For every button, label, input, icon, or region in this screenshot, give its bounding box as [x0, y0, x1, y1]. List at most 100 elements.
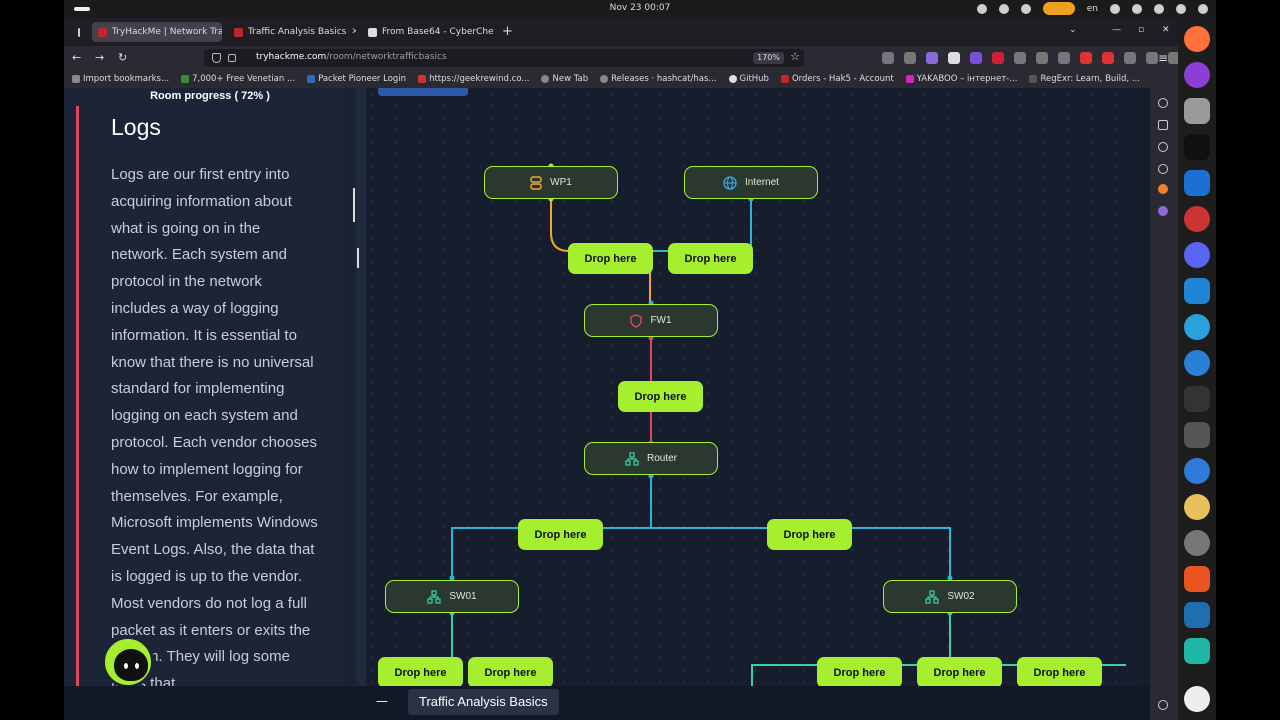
- bookmark-star-icon[interactable]: ☆: [790, 50, 800, 63]
- scrollbar-thumb[interactable]: [353, 188, 355, 222]
- diagram-toolbar-button[interactable]: [378, 88, 468, 96]
- address-bar[interactable]: tryhackme.com/room/networktrafficbasics …: [204, 49, 804, 67]
- wireshark-icon[interactable]: [1184, 602, 1210, 628]
- bookmark-item[interactable]: GitHub: [728, 74, 769, 84]
- bookmark-item[interactable]: Packet Pioneer Login: [307, 74, 406, 84]
- sidebar-bookmarks-icon[interactable]: [1158, 164, 1168, 174]
- extension-icon[interactable]: [948, 52, 960, 64]
- chrome-tray-icon[interactable]: [976, 3, 987, 14]
- bookmark-item[interactable]: New Tab: [541, 74, 588, 84]
- sidebar-tabs-icon[interactable]: [1158, 120, 1168, 130]
- content-scrollbar[interactable]: [342, 88, 356, 720]
- bookmark-item[interactable]: Import bookmarks...: [72, 74, 169, 84]
- thunderbird-icon[interactable]: [1184, 458, 1210, 484]
- back-arrow-icon[interactable]: ←: [72, 51, 82, 64]
- node-fw1[interactable]: FW1: [584, 304, 718, 337]
- drop-zone-sw02-host[interactable]: Drop here: [917, 657, 1002, 688]
- extension-icon[interactable]: [1036, 52, 1048, 64]
- rhythmbox-icon[interactable]: [1184, 494, 1210, 520]
- extensions-puzzle-icon[interactable]: [1168, 52, 1180, 64]
- drop-zone-internet-link[interactable]: Drop here: [668, 243, 753, 274]
- forward-arrow-icon[interactable]: →: [95, 51, 105, 64]
- discord-icon[interactable]: [1184, 242, 1210, 268]
- paint-icon[interactable]: [1184, 206, 1210, 232]
- drop-zone-sw01-host[interactable]: Drop here: [378, 657, 463, 688]
- sidebar-extension-icon[interactable]: [1158, 206, 1168, 216]
- tab-traffic-analysis[interactable]: Traffic Analysis Basics ✕: [228, 22, 356, 42]
- drop-zone-router-sw01[interactable]: Drop here: [518, 519, 603, 550]
- volume-icon[interactable]: [1176, 3, 1186, 14]
- extension-icon[interactable]: [1146, 52, 1158, 64]
- node-sw02[interactable]: SW02: [883, 580, 1017, 613]
- bookmark-item[interactable]: Releases · hashcat/has...: [600, 74, 717, 84]
- drop-zone-router-sw02[interactable]: Drop here: [767, 519, 852, 550]
- node-sw01[interactable]: SW01: [385, 580, 519, 613]
- extension-icon[interactable]: [904, 52, 916, 64]
- terminal-icon[interactable]: [1184, 386, 1210, 412]
- files-icon[interactable]: [1184, 98, 1210, 124]
- firefox-icon[interactable]: [1184, 26, 1210, 52]
- node-internet[interactable]: Internet: [684, 166, 818, 199]
- tab-overview-button[interactable]: [72, 22, 86, 42]
- tab-cyberchef[interactable]: From Base64 - CyberChef ✕: [362, 22, 494, 42]
- gimp-icon[interactable]: [1184, 422, 1210, 448]
- node-wp1[interactable]: WP1: [484, 166, 618, 199]
- close-tab-icon[interactable]: ✕: [351, 27, 356, 37]
- bookmark-item[interactable]: https://geekrewind.co...: [418, 74, 529, 84]
- drop-zone-wp1-link[interactable]: Drop here: [568, 243, 653, 274]
- maximize-window-icon[interactable]: ▫: [1138, 25, 1145, 35]
- extension-icon[interactable]: [1014, 52, 1026, 64]
- tryhackme-mascot-icon[interactable]: [102, 636, 154, 688]
- brightness-icon[interactable]: [1132, 3, 1142, 14]
- site-lock-icon[interactable]: [228, 54, 236, 62]
- vscode-icon[interactable]: [1184, 278, 1210, 304]
- extension-icon[interactable]: [1124, 52, 1136, 64]
- bookmark-item[interactable]: Orders - Hak5 - Account: [780, 74, 894, 84]
- power-icon[interactable]: [1198, 3, 1208, 14]
- vpn-tray-icon[interactable]: [1020, 3, 1031, 14]
- minimize-window-icon[interactable]: —: [1112, 25, 1121, 35]
- room-title-button[interactable]: Traffic Analysis Basics: [408, 689, 559, 715]
- extension-icon[interactable]: [970, 52, 982, 64]
- new-tab-button[interactable]: +: [502, 24, 513, 39]
- software-center-icon[interactable]: [1184, 566, 1210, 592]
- system-clock[interactable]: Nov 23 00:07: [609, 3, 671, 13]
- bookmark-item[interactable]: 7,000+ Free Venetian ...: [181, 74, 295, 84]
- reload-icon[interactable]: ↻: [118, 51, 128, 64]
- docs-icon[interactable]: [1184, 170, 1210, 196]
- tradingview-icon[interactable]: [1184, 134, 1210, 160]
- drop-zone-sw02-host[interactable]: Drop here: [1017, 657, 1102, 688]
- timeshift-icon[interactable]: [1184, 530, 1210, 556]
- wifi-icon[interactable]: [1154, 3, 1164, 14]
- node-router[interactable]: Router: [584, 442, 718, 475]
- extension-icon[interactable]: [992, 52, 1004, 64]
- screen-record-indicator[interactable]: [1042, 2, 1075, 15]
- tracking-protection-icon[interactable]: [212, 53, 221, 63]
- tab-tryhackme[interactable]: TryHackMe | Network Tra ✕: [92, 22, 222, 42]
- activities-indicator[interactable]: [74, 7, 90, 11]
- keyboard-layout[interactable]: en: [1086, 3, 1098, 14]
- bookmark-item[interactable]: RegExr: Learn, Build, ...: [1029, 74, 1140, 84]
- bolt-app-icon[interactable]: [1184, 638, 1210, 664]
- telegram-tray-icon[interactable]: [998, 3, 1009, 14]
- extension-icon[interactable]: [882, 52, 894, 64]
- close-window-icon[interactable]: ✕: [1162, 25, 1170, 35]
- resize-handle[interactable]: [357, 248, 359, 268]
- clipboard-tray-icon[interactable]: [1110, 3, 1120, 14]
- extension-icon[interactable]: [1058, 52, 1070, 64]
- tor-browser-icon[interactable]: [1184, 62, 1210, 88]
- zoom-level-badge[interactable]: 170%: [753, 52, 784, 64]
- app-menu-icon[interactable]: ≡: [1158, 51, 1169, 65]
- extension-icon[interactable]: [926, 52, 938, 64]
- drop-zone-fw1-router[interactable]: Drop here: [618, 381, 703, 412]
- drop-zone-sw02-host[interactable]: Drop here: [817, 657, 902, 688]
- menu-icon[interactable]: —: [376, 694, 388, 708]
- show-apps-icon[interactable]: [1184, 686, 1210, 712]
- drop-zone-sw01-host[interactable]: Drop here: [468, 657, 553, 688]
- help-icon[interactable]: [1184, 350, 1210, 376]
- extension-icon[interactable]: [1102, 52, 1114, 64]
- sidebar-settings-icon[interactable]: [1158, 98, 1168, 108]
- list-tabs-icon[interactable]: ⌄: [1069, 25, 1077, 35]
- bookmark-item[interactable]: YAKABOO – інтернет-...: [905, 74, 1017, 84]
- sidebar-customize-icon[interactable]: [1158, 700, 1168, 710]
